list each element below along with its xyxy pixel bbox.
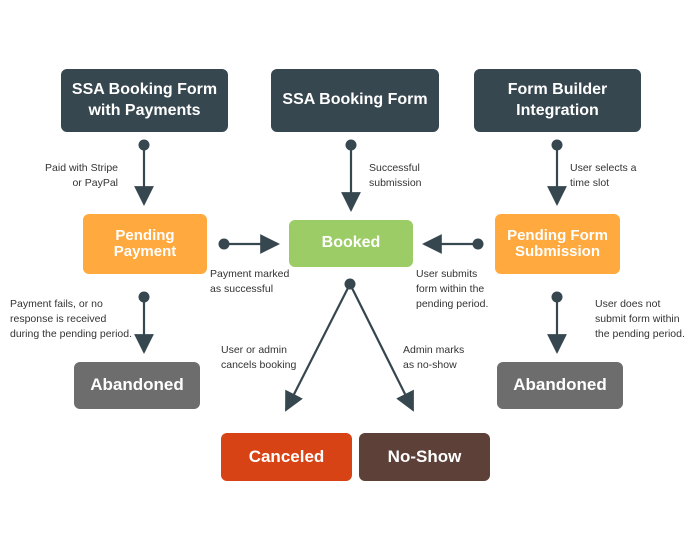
- edge-start-dot: [344, 278, 356, 290]
- node-label: Canceled: [248, 446, 325, 466]
- edge-label-payment-marked-successful: Payment marked as successful: [210, 268, 290, 296]
- edge-label-user-selects-time-slot: User selects a time slot: [570, 162, 637, 190]
- node-abandoned-right: Abandoned: [497, 362, 623, 409]
- edge-label-successful-submission: Successful submission: [369, 162, 422, 190]
- edge-start-dot: [138, 139, 150, 151]
- node-booked: Booked: [289, 220, 413, 267]
- edge-start-dot: [345, 139, 357, 151]
- edge-start-dot: [551, 139, 563, 151]
- node-abandoned-left: Abandoned: [74, 362, 200, 409]
- node-pending-form-submission: Pending Form Submission: [495, 214, 620, 274]
- node-label: Booked: [321, 234, 381, 252]
- node-label: SSA Booking Form with Payments: [71, 80, 218, 119]
- node-no-show: No-Show: [359, 433, 490, 481]
- edge-booked-to-no-show: [349, 283, 414, 412]
- edge-label-user-does-not-submit: User does not submit form within the pen…: [595, 298, 685, 341]
- node-label: No-Show: [387, 446, 462, 466]
- edge-label-user-submits-form: User submits form within the pending per…: [416, 268, 489, 311]
- node-label: Form Builder Integration: [507, 80, 608, 119]
- node-label: SSA Booking Form: [282, 91, 428, 109]
- node-label: Pending Payment: [113, 227, 177, 260]
- edge-label-marks-no-show: Admin marks as no-show: [403, 344, 465, 372]
- node-form-builder-integration: Form Builder Integration: [474, 69, 641, 132]
- edge-start-dot: [472, 238, 484, 250]
- node-ssa-booking-form: SSA Booking Form: [271, 69, 439, 132]
- edge-start-dot: [218, 238, 230, 250]
- edge-start-dot: [551, 291, 563, 303]
- node-label: Pending Form Submission: [507, 227, 608, 260]
- node-ssa-booking-form-with-payments: SSA Booking Form with Payments: [61, 69, 228, 132]
- node-pending-payment: Pending Payment: [83, 214, 207, 274]
- edge-start-dot: [138, 291, 150, 303]
- node-canceled: Canceled: [221, 433, 352, 481]
- edge-label-payment-fails: Payment fails, or no response is receive…: [10, 298, 133, 341]
- node-label: Abandoned: [90, 375, 184, 395]
- edge-label-cancels-booking: User or admin cancels booking: [221, 344, 297, 372]
- node-label: Abandoned: [513, 375, 607, 395]
- edge-label-paid-with-stripe: Paid with Stripe or PayPal: [45, 162, 118, 190]
- edge-booked-to-canceled: [285, 283, 351, 412]
